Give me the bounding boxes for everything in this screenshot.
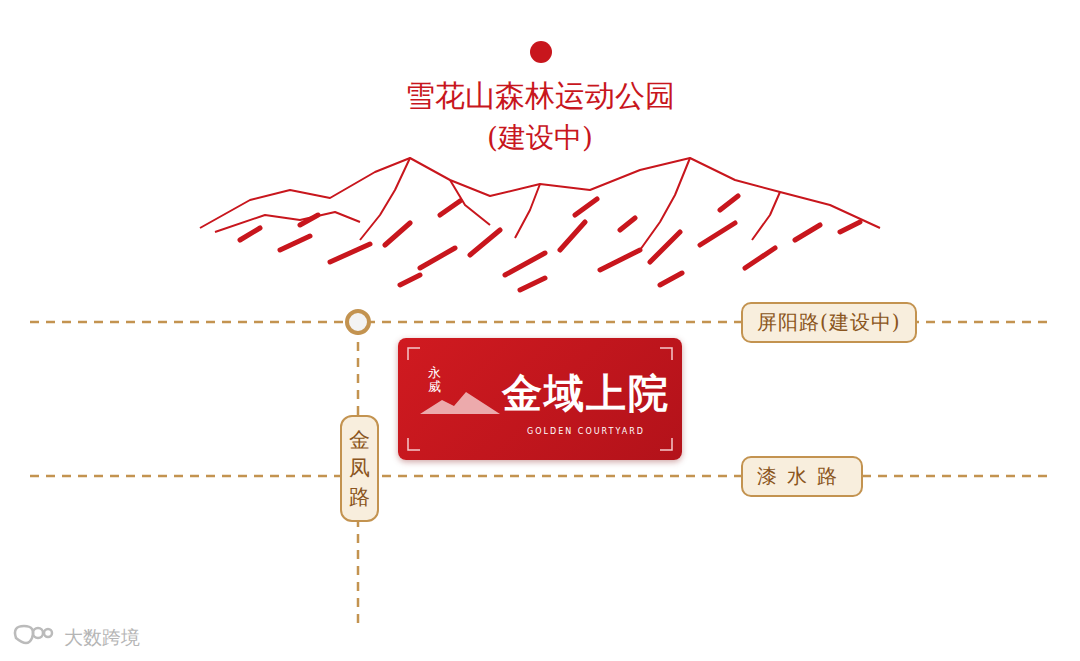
watermark-icon [15,626,52,643]
project-english: GOLDEN COURTYARD [527,427,645,436]
road-label: 金凤路 [340,415,379,522]
corner-mark [408,348,672,450]
road-name: 金凤路 [349,426,370,511]
project-name: 金域上院 [502,366,670,421]
road-name: 漆水路 [757,463,847,490]
mountain-brush [240,196,860,290]
junction-marker [347,311,369,333]
road-lines [30,310,1050,625]
logo-mountain [420,392,500,414]
brand-name: 永威 [428,366,441,395]
park-status: (建设中) [487,119,593,157]
mountain-illustration [200,158,880,250]
watermark: 大数跨境 [64,625,140,651]
project-box: 永威 金域上院 GOLDEN COURTYARD [398,338,682,460]
park-dot [530,41,552,63]
park-name: 雪花山森林运动公园 [405,76,675,117]
road-label: 漆水路 [741,456,863,497]
road-name: 屏阳路(建设中) [757,309,901,336]
road-label: 屏阳路(建设中) [741,302,917,343]
